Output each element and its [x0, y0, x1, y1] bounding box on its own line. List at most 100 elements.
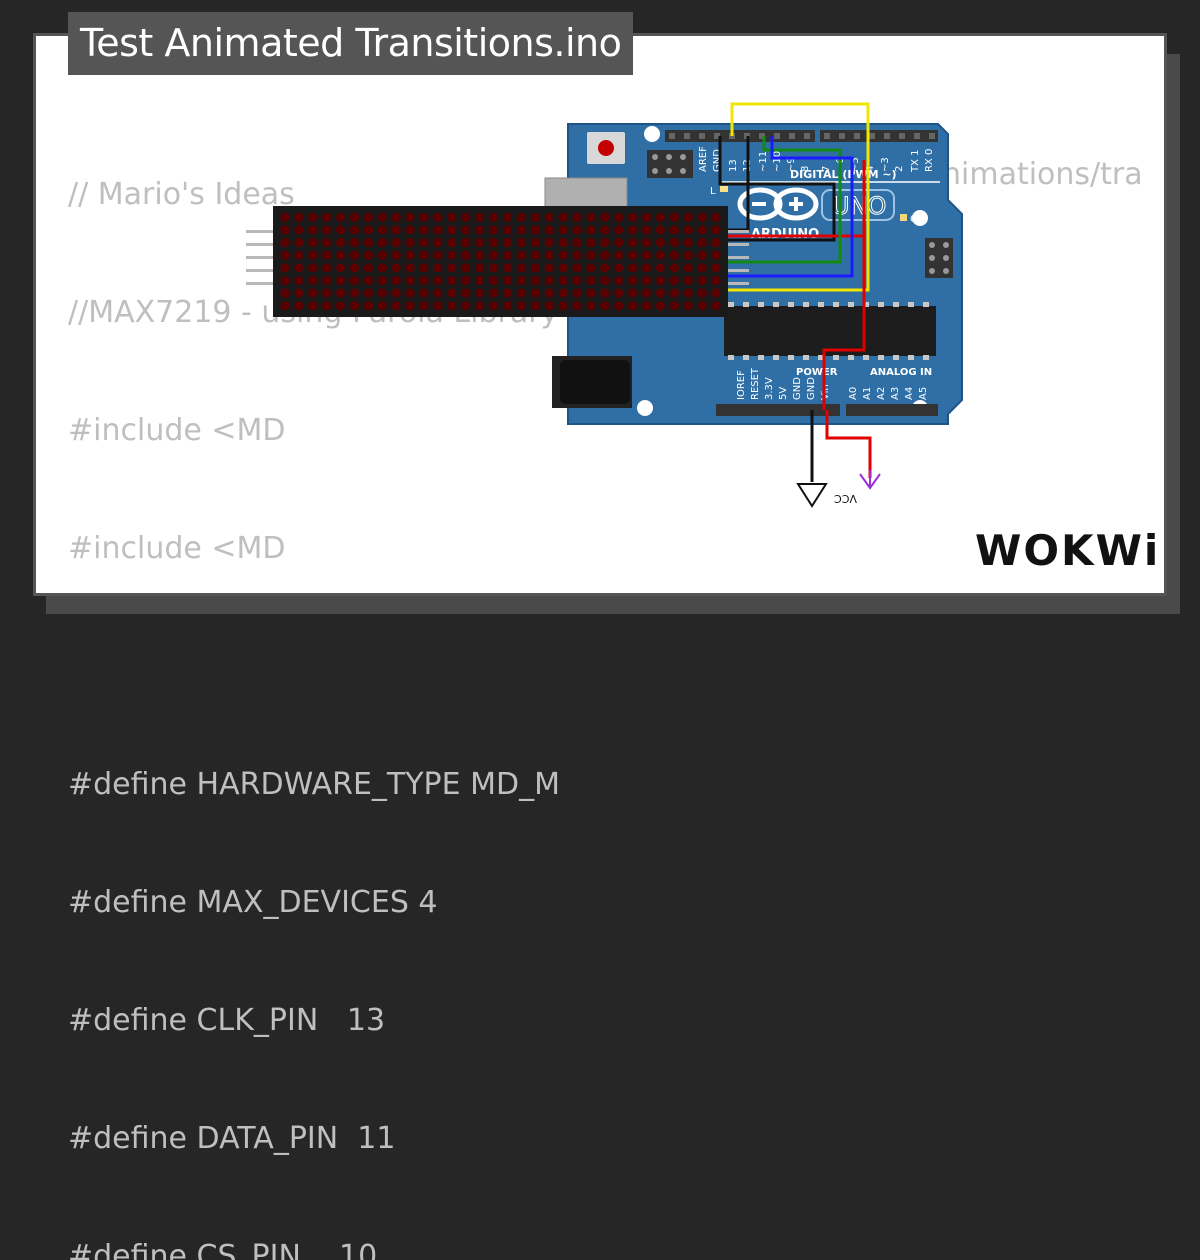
matrix-led [516, 288, 526, 298]
chip-pin [743, 302, 749, 307]
chip-pin [758, 302, 764, 307]
matrix-led [572, 301, 582, 311]
matrix-led [530, 225, 540, 235]
matrix-led [322, 212, 332, 222]
power-pin-label: GND [792, 377, 803, 400]
digital-label: DIGITAL (PWM ~) [790, 168, 897, 181]
matrix-led [544, 275, 554, 286]
matrix-led [488, 288, 499, 298]
code-line: // Mario's Ideas [68, 177, 295, 212]
matrix-led [335, 237, 346, 248]
chip-pin [848, 302, 854, 307]
matrix-pin [246, 243, 274, 246]
matrix-led [447, 225, 457, 235]
matrix-led [433, 275, 443, 286]
matrix-led [655, 263, 666, 273]
matrix-led [280, 288, 290, 298]
matrix-led [363, 212, 373, 222]
matrix-led [447, 288, 457, 298]
matrix-led [433, 250, 443, 260]
matrix-led [516, 237, 526, 248]
header-pin-label: 8 [800, 166, 811, 172]
matrix-led [697, 250, 707, 260]
matrix-led [544, 212, 554, 222]
matrix-led [405, 288, 415, 298]
matrix-led [655, 237, 666, 248]
wire-black-2 [718, 136, 836, 242]
matrix-led [641, 212, 652, 222]
matrix-led [586, 225, 596, 235]
header-pin-label: AREF [698, 146, 709, 172]
matrix-led [697, 237, 707, 248]
matrix-led [586, 301, 596, 311]
matrix-led [530, 263, 540, 273]
chip-pin [818, 355, 824, 360]
matrix-led [363, 288, 373, 298]
header-pin-label: ~3 [880, 157, 891, 172]
max7219-led-matrix[interactable] [246, 206, 749, 317]
matrix-led [349, 250, 360, 260]
chip-pin [818, 302, 824, 307]
header-pin [669, 133, 675, 139]
matrix-led [600, 225, 610, 235]
wokwi-logo: WOKWi [975, 526, 1161, 575]
code-line: #include <MD [68, 413, 286, 448]
matrix-led [488, 237, 499, 248]
chip-pin [923, 355, 929, 360]
arduino-logo [737, 187, 819, 221]
matrix-led [544, 263, 554, 273]
matrix-led [447, 275, 457, 286]
matrix-led [461, 288, 471, 298]
matrix-led [294, 237, 304, 248]
matrix-pin [246, 269, 274, 272]
matrix-led [335, 225, 346, 235]
matrix-led [572, 212, 582, 222]
power-pin-label: RESET [750, 367, 761, 400]
matrix-led [614, 250, 624, 260]
digital-header-right[interactable] [820, 130, 938, 142]
matrix-led [614, 212, 624, 222]
matrix-led [363, 250, 373, 260]
matrix-led [600, 301, 610, 311]
matrix-led [377, 212, 387, 222]
matrix-led [405, 250, 415, 260]
matrix-led [335, 275, 346, 286]
on-led [900, 214, 907, 221]
matrix-pin [246, 282, 274, 285]
mount-hole [637, 400, 653, 416]
matrix-led [683, 275, 693, 286]
analog-header[interactable] [846, 404, 938, 416]
code-line: #define CLK_PIN 13 [68, 1003, 386, 1038]
matrix-led [349, 225, 360, 235]
matrix-led [600, 263, 610, 273]
reset-button-cap[interactable] [598, 140, 614, 156]
matrix-pin [727, 282, 749, 285]
matrix-pin [727, 256, 749, 259]
header-pin-label: RX 0 [924, 149, 935, 172]
matrix-led [711, 288, 721, 298]
matrix-led [349, 237, 360, 248]
matrix-led [614, 263, 624, 273]
matrix-led [322, 250, 332, 260]
matrix-led [335, 212, 346, 222]
header-pin [759, 133, 765, 139]
code-line: #include <MD [68, 531, 286, 566]
header-pin [839, 133, 845, 139]
matrix-led [405, 237, 415, 248]
chip-pin [728, 355, 734, 360]
matrix-led [641, 275, 652, 286]
matrix-led [711, 301, 721, 311]
power-header[interactable] [716, 404, 840, 416]
matrix-led [530, 250, 540, 260]
header-pin-label: ~9 [786, 157, 797, 172]
matrix-led [669, 225, 679, 235]
matrix-led [683, 250, 693, 260]
code-line [68, 646, 1132, 694]
matrix-led [377, 237, 387, 248]
matrix-led [516, 263, 526, 273]
atmega-chip [724, 306, 936, 356]
matrix-led [697, 263, 707, 273]
matrix-led [419, 275, 429, 286]
chip-pin [803, 302, 809, 307]
matrix-led [447, 263, 457, 273]
